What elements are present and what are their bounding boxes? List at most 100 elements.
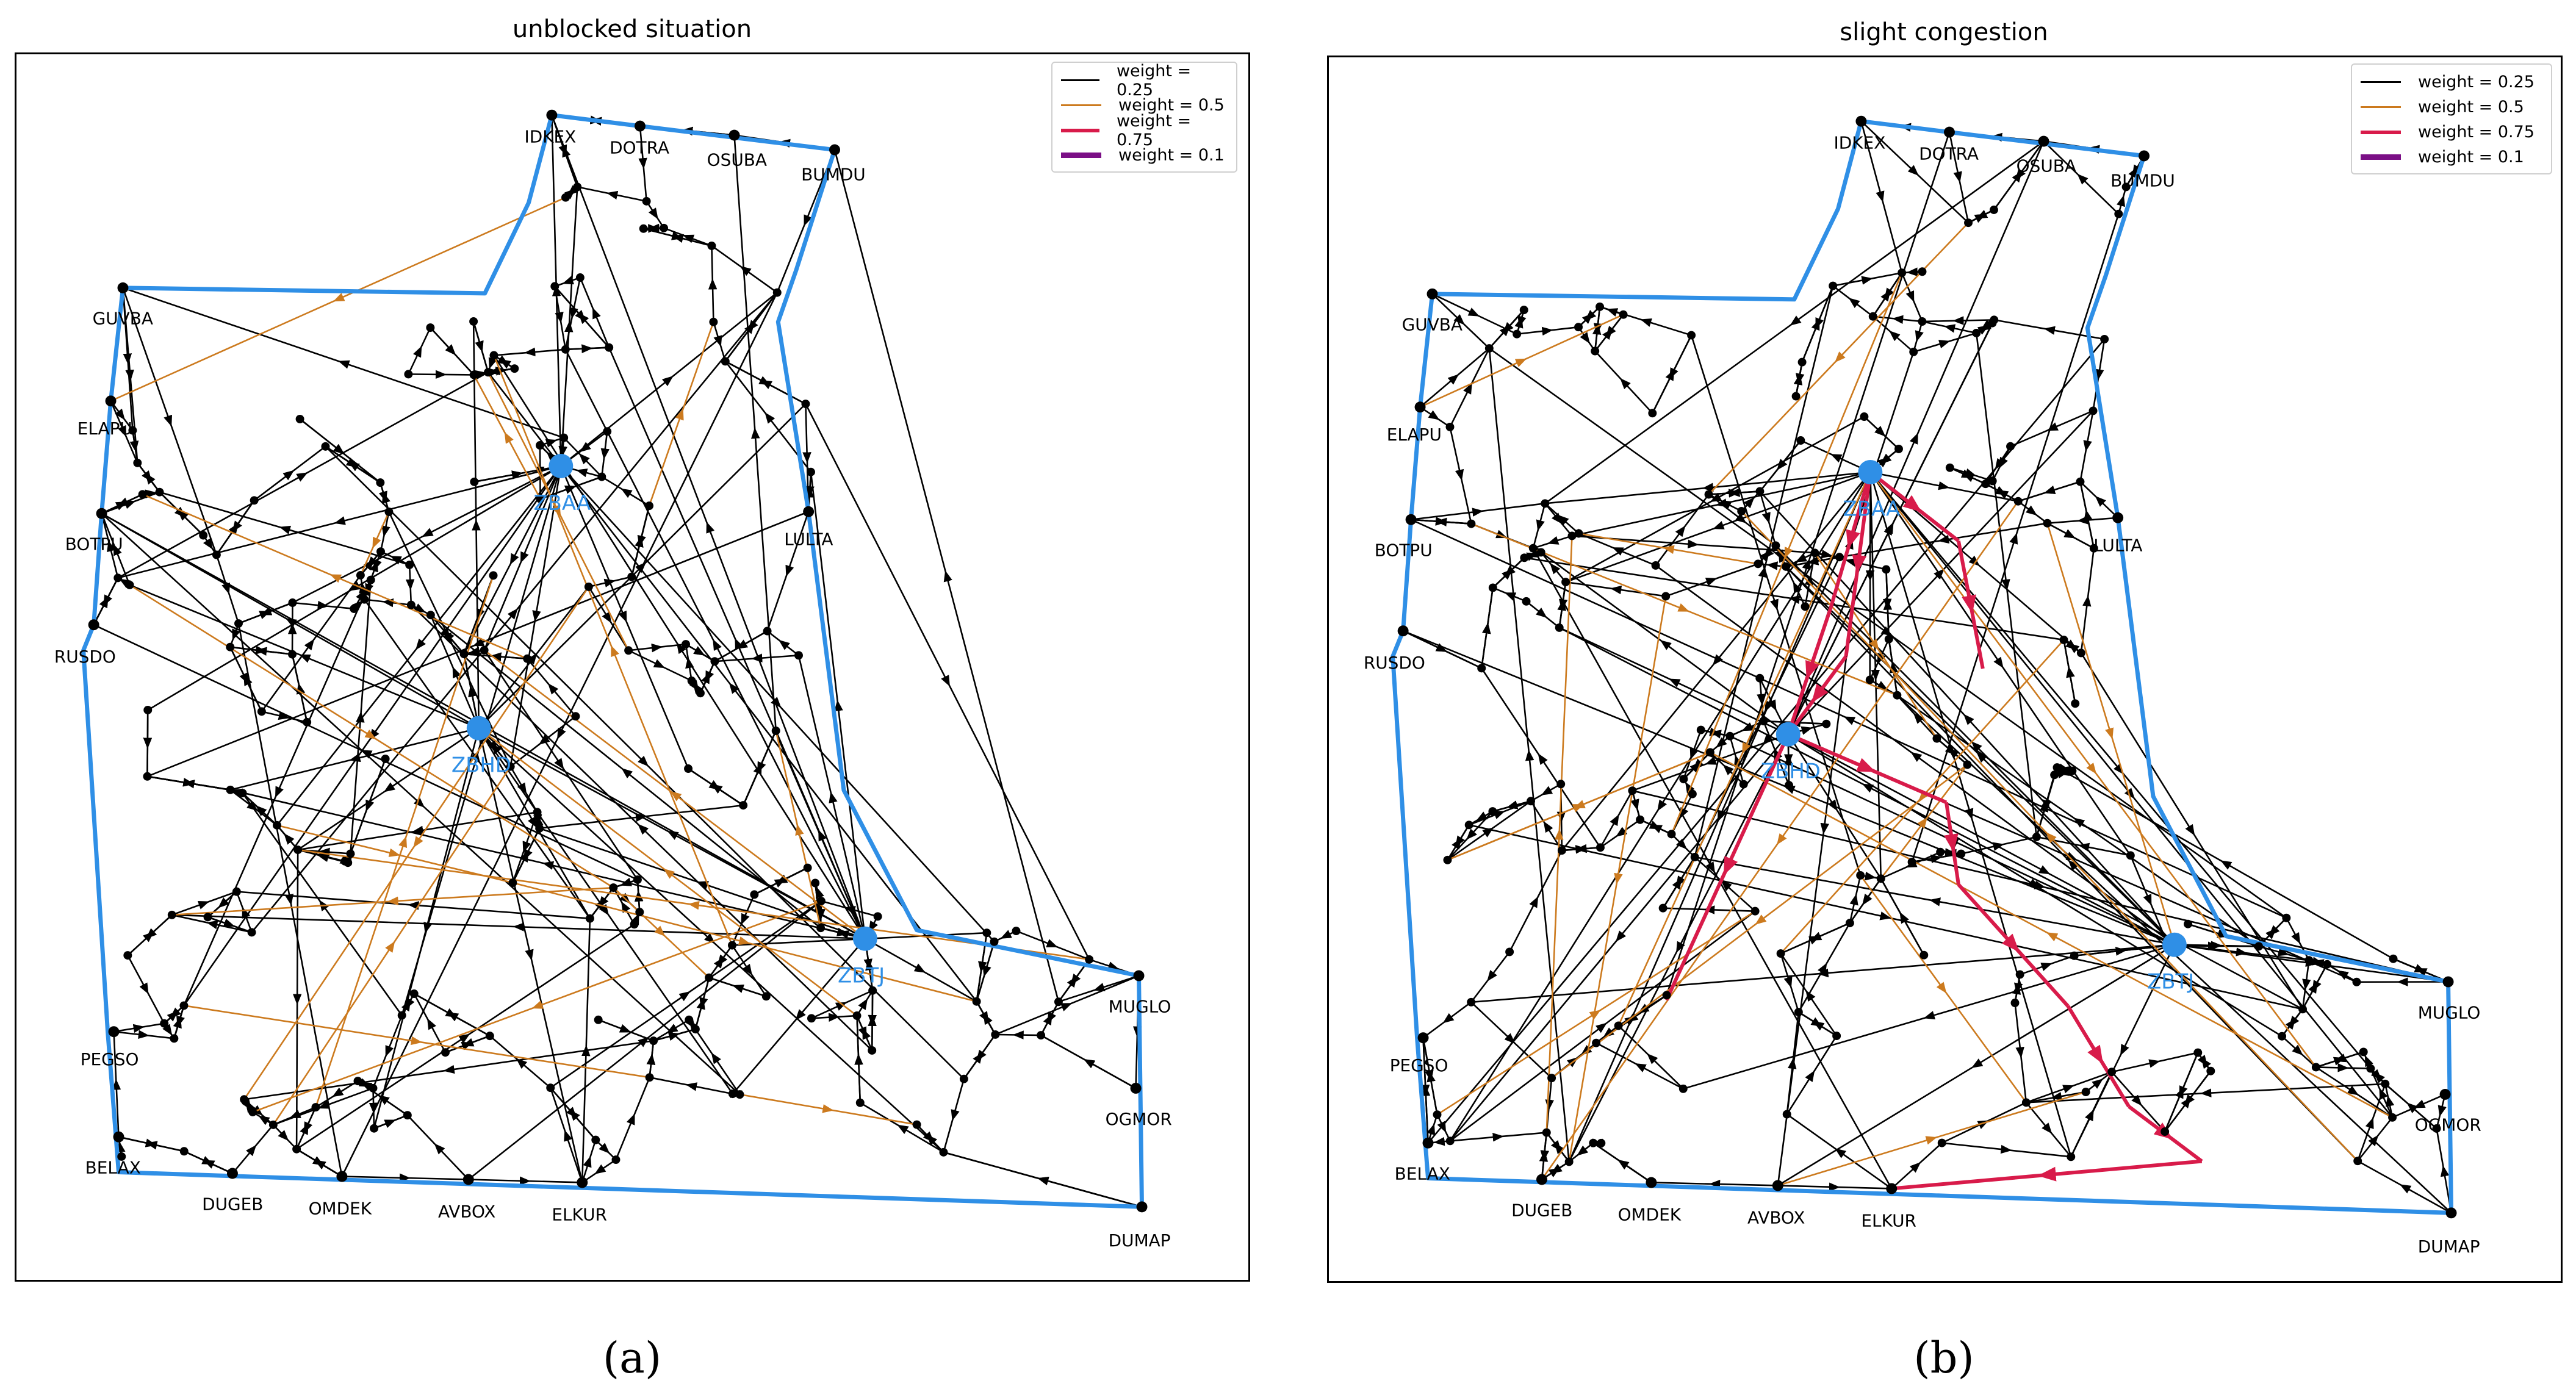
waypoint-node xyxy=(1845,919,1854,928)
waypoint-node xyxy=(868,1046,877,1055)
waypoint-node xyxy=(1658,903,1668,913)
route-edge xyxy=(1913,332,1977,353)
waypoint-node xyxy=(1755,487,1765,496)
waypoint-node xyxy=(605,343,614,352)
route-edges xyxy=(93,114,1142,1208)
legend-label: weight = 0.5 xyxy=(1118,96,1225,115)
route-edge xyxy=(1710,735,1731,753)
waypoint-node xyxy=(469,370,478,379)
route-edge xyxy=(2357,1116,2394,1162)
route-edge xyxy=(478,403,807,729)
route-edge-weight-05 xyxy=(1617,472,1871,1026)
route-edge xyxy=(1596,1042,1684,1089)
route-edge xyxy=(733,135,777,731)
route-edge xyxy=(2315,1066,2393,1118)
entry-node-label: MUGLO xyxy=(1109,996,1171,1016)
route-edge xyxy=(1666,132,1951,996)
waypoint-node xyxy=(721,357,730,366)
route-edge xyxy=(1662,856,1696,909)
legend-item: weight = 0.25 xyxy=(1061,62,1228,99)
congested-route-edge xyxy=(1957,883,2070,1008)
waypoint-node xyxy=(1856,871,1865,880)
route-edge xyxy=(110,400,139,464)
route-edge xyxy=(1757,678,1766,722)
waypoint-node xyxy=(1443,855,1452,864)
route-edge xyxy=(1517,326,1579,336)
waypoint-node xyxy=(709,317,718,326)
route-edge xyxy=(1788,733,2283,1037)
waypoint-node xyxy=(1918,267,1927,276)
route-edge xyxy=(113,1022,165,1033)
route-edge xyxy=(615,1077,650,1160)
route-edge xyxy=(380,511,390,552)
route-edge xyxy=(483,465,562,651)
entry-node-label: BOTPU xyxy=(1375,540,1433,561)
route-edge xyxy=(373,728,480,1129)
waypoint-node xyxy=(441,1048,450,1057)
route-edge xyxy=(1975,332,2038,838)
route-edge xyxy=(2017,500,2048,524)
waypoint-node xyxy=(2013,497,2023,506)
route-edge xyxy=(943,1079,965,1153)
route-edge xyxy=(649,1076,733,1095)
route-edge xyxy=(215,555,240,624)
route-edge xyxy=(865,938,977,1002)
route-edge xyxy=(2436,1094,2447,1129)
waypoint-node xyxy=(489,571,498,580)
waypoint-node xyxy=(1876,874,1885,883)
entry-node xyxy=(2442,976,2454,988)
waypoint-node xyxy=(1937,1138,1946,1147)
waypoint-node xyxy=(1868,312,1877,321)
entry-node-label: OSUBA xyxy=(2017,156,2076,176)
airport-hub-node xyxy=(852,926,877,951)
route-edge xyxy=(1617,1025,1684,1089)
route-edge xyxy=(976,941,995,1002)
route-edge xyxy=(2026,1071,2112,1104)
route-edge xyxy=(2018,481,2081,502)
entry-node-label: GUVBA xyxy=(1402,315,1462,335)
entry-node xyxy=(108,1026,120,1038)
route-edge-weight-05 xyxy=(483,649,866,939)
route-edge xyxy=(1860,120,1969,224)
waypoint-node xyxy=(238,789,247,798)
route-edge xyxy=(628,650,693,682)
waypoint-node xyxy=(1865,675,1874,684)
route-edge-weight-05 xyxy=(1447,752,1711,861)
route-edge xyxy=(1839,522,2048,558)
waypoint-node xyxy=(510,364,519,373)
route-edge xyxy=(478,727,944,1153)
waypoint-node xyxy=(480,645,489,655)
route-edge xyxy=(230,727,480,791)
route-edge xyxy=(1787,141,2045,735)
route-edge xyxy=(554,276,581,287)
route-edge xyxy=(1422,1037,1438,1115)
waypoint-node xyxy=(248,1108,257,1116)
route-edge xyxy=(1572,471,1871,537)
waypoint-node xyxy=(2366,1064,2375,1073)
waypoint-node xyxy=(2059,635,2068,644)
route-edge xyxy=(512,828,541,883)
route-edge xyxy=(854,1015,863,1103)
route-edge xyxy=(1599,790,1633,849)
waypoint-node xyxy=(2184,919,2193,928)
route-edge xyxy=(1600,819,1641,849)
congested-route-edge xyxy=(2066,1005,2131,1108)
waypoint-node xyxy=(1988,476,1997,486)
route-edge xyxy=(1578,306,1600,328)
waypoint-node xyxy=(2353,1157,2362,1166)
route-edge xyxy=(1532,548,1893,1190)
waypoint-node xyxy=(1832,1032,1841,1041)
waypoint-node xyxy=(772,288,782,297)
route-edge xyxy=(2315,1051,2364,1068)
waypoint-node xyxy=(1796,436,1805,445)
waypoint-node xyxy=(691,1025,700,1034)
route-edge xyxy=(731,944,767,997)
waypoint-node xyxy=(1894,444,1903,453)
route-edge xyxy=(1815,552,1887,570)
entry-node xyxy=(1772,1180,1783,1191)
legend-swatch-purple xyxy=(1061,153,1101,158)
route-edge xyxy=(1651,1179,1778,1189)
waypoint-node xyxy=(384,508,394,516)
waypoint-node xyxy=(1519,306,1528,315)
waypoint-node xyxy=(155,487,164,497)
